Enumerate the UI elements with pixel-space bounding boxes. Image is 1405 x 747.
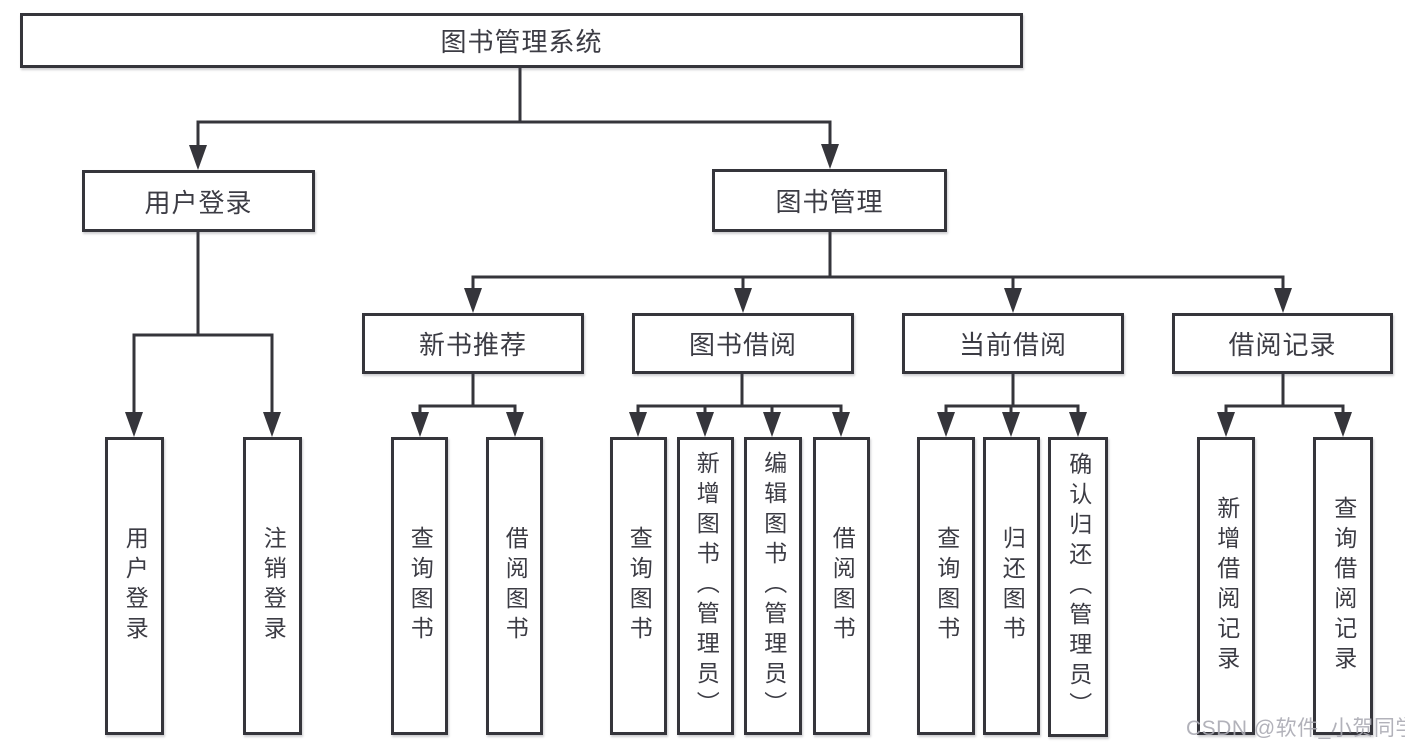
leaf-cb-return-books: 归还图书 bbox=[983, 437, 1040, 735]
node-book-borrow-label: 图书借阅 bbox=[688, 330, 797, 360]
node-root-label: 图书管理系统 bbox=[440, 27, 603, 57]
leaf-nb-borrow-books: 借阅图书 bbox=[486, 437, 543, 735]
node-user-login-label: 用户登录 bbox=[144, 187, 253, 218]
leaf-logout: 注销登录 bbox=[243, 437, 302, 735]
node-new-books-label: 新书推荐 bbox=[418, 330, 527, 360]
leaf-bb-borrow-books-label: 借阅图书 bbox=[829, 526, 856, 646]
leaf-cb-confirm-return-admin-label: 确认归还（管理员） bbox=[1065, 452, 1092, 722]
leaf-bb-add-books-admin: 新增图书（管理员） bbox=[677, 437, 734, 735]
node-user-login: 用户登录 bbox=[82, 170, 315, 232]
leaf-br-query-record: 查询借阅记录 bbox=[1313, 437, 1373, 735]
node-new-books: 新书推荐 bbox=[362, 313, 584, 374]
leaf-bb-edit-books-admin-label: 编辑图书（管理员） bbox=[760, 451, 787, 721]
leaf-nb-query-books: 查询图书 bbox=[391, 437, 448, 735]
leaf-cb-query-books-label: 查询图书 bbox=[933, 526, 960, 646]
csdn-watermark: CSDN @软件_小贺同学 bbox=[1186, 717, 1405, 740]
leaf-nb-query-books-label: 查询图书 bbox=[407, 526, 434, 646]
node-root: 图书管理系统 bbox=[20, 13, 1023, 68]
leaf-cb-confirm-return-admin: 确认归还（管理员） bbox=[1048, 437, 1108, 737]
leaf-cb-return-books-label: 归还图书 bbox=[999, 526, 1026, 646]
node-book-mgmt-label: 图书管理 bbox=[775, 187, 884, 217]
leaf-logout-label: 注销登录 bbox=[260, 526, 287, 646]
node-current-borrow-label: 当前借阅 bbox=[958, 330, 1067, 360]
leaf-bb-query-books-label: 查询图书 bbox=[626, 526, 653, 646]
node-book-mgmt: 图书管理 bbox=[712, 169, 947, 232]
leaf-cb-query-books: 查询图书 bbox=[917, 437, 975, 735]
node-current-borrow: 当前借阅 bbox=[902, 313, 1124, 374]
leaf-nb-borrow-books-label: 借阅图书 bbox=[502, 526, 529, 646]
leaf-user-login: 用户登录 bbox=[105, 437, 164, 735]
leaf-br-add-record: 新增借阅记录 bbox=[1197, 437, 1255, 735]
leaf-bb-add-books-admin-label: 新增图书（管理员） bbox=[693, 451, 720, 721]
leaf-user-login-label: 用户登录 bbox=[122, 526, 149, 646]
node-borrow-records: 借阅记录 bbox=[1172, 313, 1393, 374]
leaf-bb-borrow-books: 借阅图书 bbox=[813, 437, 870, 735]
leaf-br-query-record-label: 查询借阅记录 bbox=[1330, 496, 1357, 676]
node-book-borrow: 图书借阅 bbox=[632, 313, 854, 374]
leaf-br-add-record-label: 新增借阅记录 bbox=[1213, 496, 1240, 676]
leaf-bb-query-books: 查询图书 bbox=[610, 437, 667, 735]
node-borrow-records-label: 借阅记录 bbox=[1228, 330, 1337, 360]
leaf-bb-edit-books-admin: 编辑图书（管理员） bbox=[744, 437, 802, 735]
